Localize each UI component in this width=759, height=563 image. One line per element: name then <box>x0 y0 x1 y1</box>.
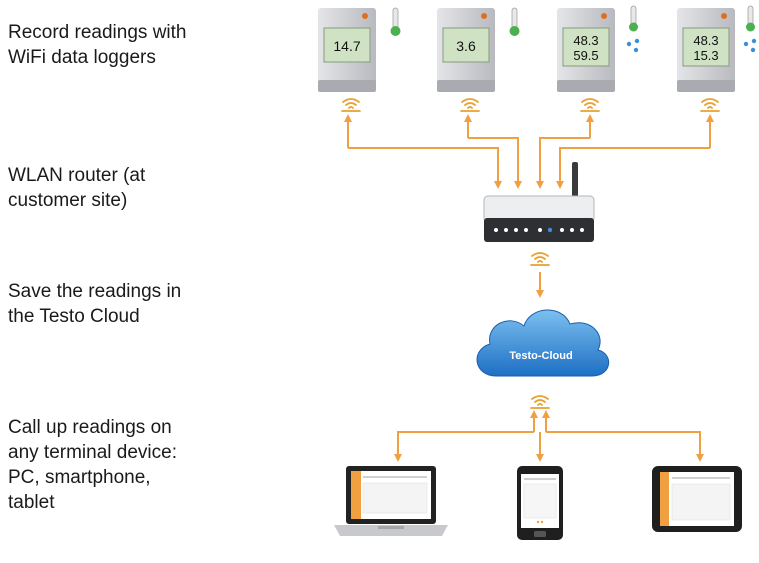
thermometer-icon <box>390 7 401 36</box>
wifi-icon <box>530 395 550 409</box>
logger-4-reading-2: 15.3 <box>693 48 718 63</box>
label-call-up-readings: Call up readings on any terminal device:… <box>8 417 177 513</box>
logger-2-reading: 3.6 <box>456 38 476 54</box>
thermometer-humidity-icon <box>626 5 640 53</box>
logger-3-reading-1: 48.3 <box>573 33 598 48</box>
logger-1: 14.7 <box>318 8 376 92</box>
logger-3-reading-2: 59.5 <box>573 48 598 63</box>
logger-3: 48.3 59.5 <box>557 8 615 92</box>
wifi-icon <box>341 98 361 112</box>
wifi-icon <box>580 98 600 112</box>
logger-to-router-arrows <box>344 114 714 189</box>
label-save-cloud: Save the readings in the Testo Cloud <box>8 281 182 327</box>
cloud-label: Testo-Cloud <box>509 350 572 362</box>
smartphone <box>517 466 563 540</box>
thermometer-icon <box>509 7 520 36</box>
wifi-icon <box>530 252 550 266</box>
label-record-readings: Record readings with WiFi data loggers <box>8 22 187 68</box>
laptop <box>334 466 448 536</box>
wlan-router <box>483 162 595 242</box>
testo-cloud: Testo-Cloud <box>476 309 609 377</box>
label-wlan-router: WLAN router (at customer site) <box>8 165 146 211</box>
logger-4-reading-1: 48.3 <box>693 33 718 48</box>
wifi-icon <box>700 98 720 112</box>
cloud-to-devices-arrows <box>394 410 704 462</box>
logger-1-reading: 14.7 <box>333 38 360 54</box>
thermometer-humidity-icon <box>743 5 757 53</box>
logger-2: 3.6 <box>437 8 495 92</box>
tablet <box>652 466 742 532</box>
logger-4: 48.3 15.3 <box>677 8 735 92</box>
wifi-icon <box>460 98 480 112</box>
